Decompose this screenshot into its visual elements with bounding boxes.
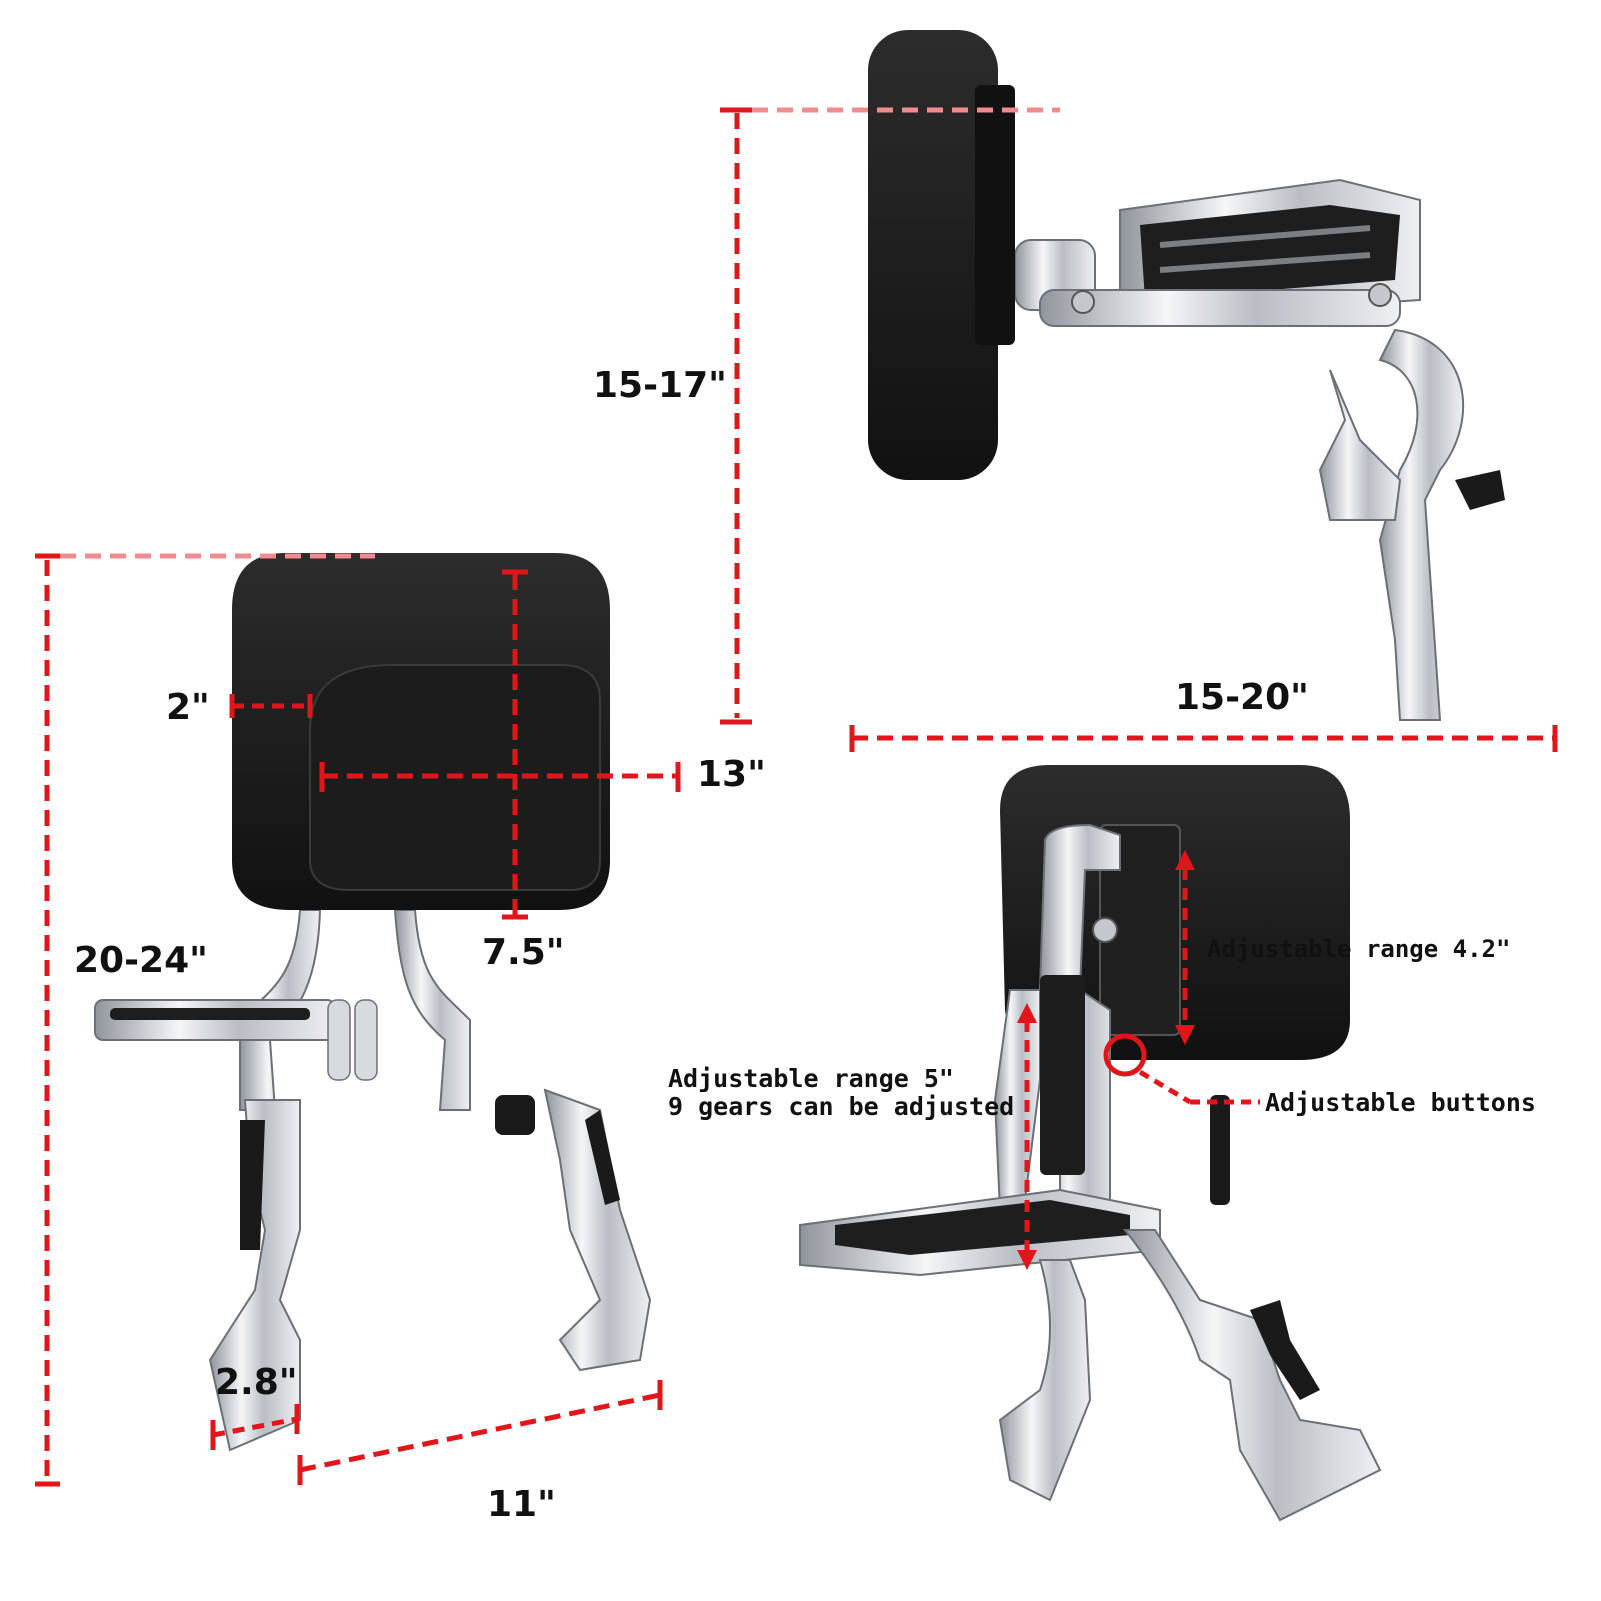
pad-range-callout: Adjustable range 4.2" <box>1207 935 1511 963</box>
overall-height-label: 20-24" <box>74 940 208 981</box>
stance-width-label: 11" <box>487 1484 556 1525</box>
pad-side-label: 2" <box>166 687 210 728</box>
plate-width-label: 2.8" <box>215 1362 298 1403</box>
side-view-backrest <box>868 30 1505 721</box>
top-depth-label: 15-20" <box>1175 677 1309 718</box>
top-height-label: 15-17" <box>593 365 727 406</box>
rear-view-backrest <box>799 765 1382 1522</box>
dimension-lines <box>35 107 1558 1487</box>
upright-range-callout-line1: Adjustable range 5" <box>668 1064 954 1093</box>
buttons-callout: Adjustable buttons <box>1265 1088 1536 1117</box>
pad-height-label: 7.5" <box>482 932 565 973</box>
pad-width-label: 13" <box>697 754 766 795</box>
upright-range-callout-line2: 9 gears can be adjusted <box>668 1092 1015 1121</box>
